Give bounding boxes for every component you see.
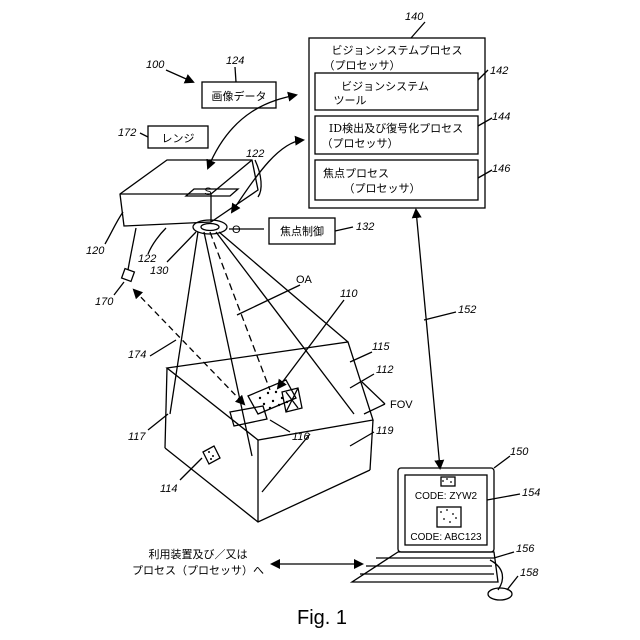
distance-arrow-174 <box>134 290 244 404</box>
ref-124: 124 <box>226 55 244 67</box>
ref-114-leader <box>180 458 202 480</box>
ref-119: 119 <box>376 425 394 437</box>
ref-100: 100 <box>146 59 165 71</box>
screen-code-2-text: CODE: ABC123 <box>410 532 482 543</box>
field-of-view <box>170 232 354 456</box>
ref-152: 152 <box>458 304 476 316</box>
code-dots <box>208 391 457 523</box>
ref-150-leader <box>494 456 510 468</box>
figure-caption: Fig. 1 <box>297 607 347 629</box>
ref-158: 158 <box>520 567 539 579</box>
lens-label: レンジ <box>162 132 195 145</box>
ref-142-leader <box>478 70 488 80</box>
ref-130-leader <box>167 232 196 262</box>
tools-line-2: ツール <box>334 94 367 107</box>
ref-140-leader <box>411 22 425 38</box>
ref-152-leader <box>424 312 456 320</box>
ref-170-leader <box>114 282 124 295</box>
ref-115: 115 <box>372 341 390 353</box>
label-oa: OA <box>296 274 313 286</box>
ref-156: 156 <box>516 543 535 555</box>
optic-letter-o: O <box>232 224 241 236</box>
camera-body <box>120 160 258 226</box>
ref-172: 172 <box>118 127 136 139</box>
indicator-170 <box>122 269 135 282</box>
ref-119-leader <box>350 432 374 446</box>
ref-110: 110 <box>340 288 358 300</box>
ref-122-a: 122 <box>246 148 264 160</box>
process-title-1: ビジョンシステムプロセス <box>331 44 462 57</box>
camera-cable <box>128 228 136 270</box>
link-152 <box>416 210 440 468</box>
ref-132: 132 <box>356 221 374 233</box>
mouse <box>488 588 512 600</box>
focus-proc-line-2: （プロセッサ） <box>344 182 421 195</box>
box-object <box>165 342 373 522</box>
keyboard <box>352 552 498 582</box>
sensor-symbol: S <box>204 186 211 198</box>
focus-control-label: 焦点制御 <box>280 224 324 238</box>
ref-120-leader <box>105 212 123 244</box>
side-code-114 <box>203 446 220 464</box>
ref-158-leader <box>507 576 518 590</box>
ref-154-leader <box>487 494 520 500</box>
screen-code-1-text: CODE: ZYW2 <box>415 491 478 502</box>
ref-oa-leader <box>237 285 300 315</box>
ref-156-leader <box>494 552 514 558</box>
ref-142: 142 <box>490 65 508 77</box>
ref-100-arrow <box>166 70 193 82</box>
ref-144: 144 <box>492 111 510 123</box>
ref-130: 130 <box>150 265 169 277</box>
image-data-label: 画像データ <box>212 89 267 103</box>
ref-117: 117 <box>128 431 146 443</box>
ref-122-b: 122 <box>138 253 156 265</box>
ref-116-leader <box>270 420 290 432</box>
ref-140: 140 <box>405 11 424 23</box>
utility-line-1: 利用装置及び／又は <box>149 548 248 561</box>
ref-146: 146 <box>492 163 511 175</box>
ref-116: 116 <box>292 431 310 443</box>
ref-112: 112 <box>376 364 394 376</box>
ref-154: 154 <box>522 487 540 499</box>
id-decode-line-1: ID検出及び復号化プロセス <box>329 121 463 135</box>
focus-proc-line-1: 焦点プロセス <box>323 167 389 180</box>
ref-172-leader <box>140 133 148 137</box>
ref-114: 114 <box>160 483 178 495</box>
ref-122b-leader <box>148 228 166 254</box>
tools-line-1: ビジョンシステム <box>341 80 429 93</box>
ref-170: 170 <box>95 296 114 308</box>
screen-code-2 <box>437 507 461 527</box>
ref-150: 150 <box>510 446 529 458</box>
ref-120: 120 <box>86 245 105 257</box>
label-fov: FOV <box>390 399 413 411</box>
optical-axis <box>210 232 270 390</box>
mouse-cable <box>490 560 503 590</box>
process-title-2: （プロセッサ） <box>324 59 401 72</box>
lens-ring-inner <box>201 224 219 231</box>
ref-132-leader <box>335 227 353 231</box>
ref-174: 174 <box>128 349 146 361</box>
utility-line-2: プロセス（プロセッサ）へ <box>132 564 264 577</box>
id-decode-line-2: （プロセッサ） <box>322 137 399 150</box>
ref-174-leader <box>150 340 176 356</box>
ref-124-leader <box>235 67 236 82</box>
